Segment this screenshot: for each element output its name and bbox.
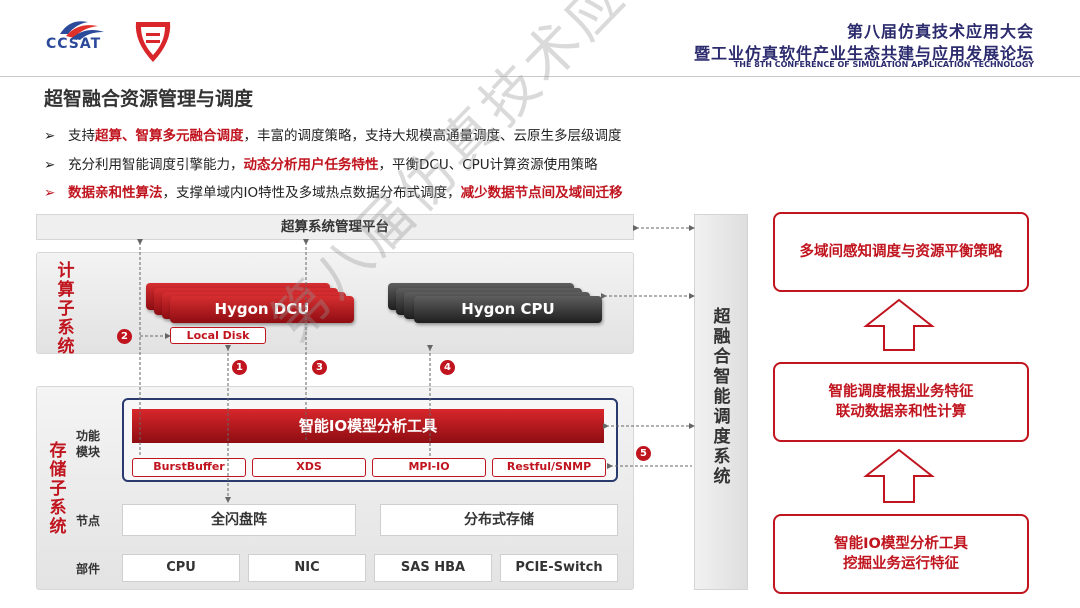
flow-bottom-text-1: 智能IO模型分析工具 (834, 536, 968, 552)
part-cpu: CPU (122, 554, 240, 582)
page-title: 超智融合资源管理与调度 (44, 88, 254, 110)
node-label: 节点 (76, 514, 101, 528)
hygon-cpu-card: Hygon CPU (414, 296, 602, 323)
conference-emblem-icon (135, 22, 171, 62)
conference-title-line1: 第八届仿真技术应用大会 (846, 22, 1034, 41)
bullet-text: 支持 (68, 128, 95, 144)
intelligent-io-model-tool: 智能IO模型分析工具 (132, 409, 604, 443)
bullet-highlight: 数据亲和性算法 (68, 185, 163, 201)
bullet-arrow-icon: ➢ (44, 128, 56, 144)
ccsat-logo-text: CCSAT (46, 36, 102, 52)
bullet-text: ，丰富的调度策略，支持大规模高通量调度、云原生多层级调度 (243, 128, 622, 144)
local-disk: Local Disk (170, 327, 266, 344)
step-badge-5: 5 (636, 446, 651, 461)
step-badge-3: 3 (312, 360, 327, 375)
storage-subsystem-label: 存储子系统 (49, 441, 67, 537)
header-divider (0, 76, 1080, 77)
module-burstbuffer: BurstBuffer (132, 458, 246, 477)
bullet-text: ，支撑单域内IO特性及多域热点数据分布式调度， (162, 185, 461, 201)
part-nic: NIC (248, 554, 366, 582)
conference-title-english: THE 8TH CONFERENCE OF SIMULATION APPLICA… (733, 60, 1034, 69)
function-module-label: 功能模块 (76, 429, 101, 459)
step-badge-4: 4 (440, 360, 455, 375)
flow-middle-text-1: 智能调度根据业务特征 (828, 384, 974, 400)
part-pcie-switch: PCIE-Switch (500, 554, 618, 582)
up-arrow-icon (863, 298, 935, 351)
bullet-text: ，平衡DCU、CPU计算资源使用策略 (378, 157, 598, 173)
flow-box-bottom: 智能IO模型分析工具 挖掘业务运行特征 (773, 514, 1029, 594)
bullet-arrow-icon: ➢ (44, 185, 56, 201)
scheduling-system-label: 超融合智能调度系统 (713, 307, 731, 487)
up-arrow-icon (863, 448, 935, 503)
hyperconverged-scheduling-system: 超融合智能调度系统 (694, 214, 748, 590)
step-badge-1: 1 (232, 360, 247, 375)
part-label: 部件 (76, 562, 101, 576)
bullet-item-1: ➢ 支持超算、智算多元融合调度，丰富的调度策略，支持大规模高通量调度、云原生多层级… (44, 124, 622, 144)
ccsat-logo-icon (60, 21, 104, 40)
bullet-highlight: 超算、智算多元融合调度 (95, 128, 244, 144)
flow-middle-text-2: 联动数据亲和性计算 (835, 404, 967, 420)
module-xds: XDS (252, 458, 366, 477)
flow-top-text: 多域间感知调度与资源平衡策略 (799, 244, 1003, 260)
module-restful-snmp: Restful/SNMP (492, 458, 606, 477)
step-badge-2: 2 (117, 329, 132, 344)
bullet-highlight: 减少数据节点间及域间迁移 (460, 185, 623, 201)
module-mpi-io: MPI-IO (372, 458, 486, 477)
part-sas-hba: SAS HBA (374, 554, 492, 582)
hygon-dcu-card: Hygon DCU (170, 296, 354, 323)
bullet-arrow-icon: ➢ (44, 157, 56, 173)
flow-box-top: 多域间感知调度与资源平衡策略 (773, 212, 1029, 292)
node-all-flash-array: 全闪盘阵 (122, 504, 356, 536)
bullet-item-2: ➢ 充分利用智能调度引擎能力，动态分析用户任务特性，平衡DCU、CPU计算资源使用… (44, 153, 598, 173)
bullet-item-3: ➢ 数据亲和性算法，支撑单域内IO特性及多域热点数据分布式调度，减少数据节点间及域… (44, 181, 623, 201)
bullet-text: 充分利用智能调度引擎能力， (68, 157, 244, 173)
flow-box-middle: 智能调度根据业务特征 联动数据亲和性计算 (773, 362, 1029, 442)
flow-bottom-text-2: 挖掘业务运行特征 (843, 556, 959, 572)
compute-subsystem-label: 计算子系统 (57, 261, 75, 357)
hpc-management-platform: 超算系统管理平台 (36, 214, 634, 240)
conference-title-line2: 暨工业仿真软件产业生态共建与应用发展论坛 (693, 44, 1034, 63)
node-distributed-storage: 分布式存储 (380, 504, 618, 536)
bullet-highlight: 动态分析用户任务特性 (243, 157, 379, 173)
